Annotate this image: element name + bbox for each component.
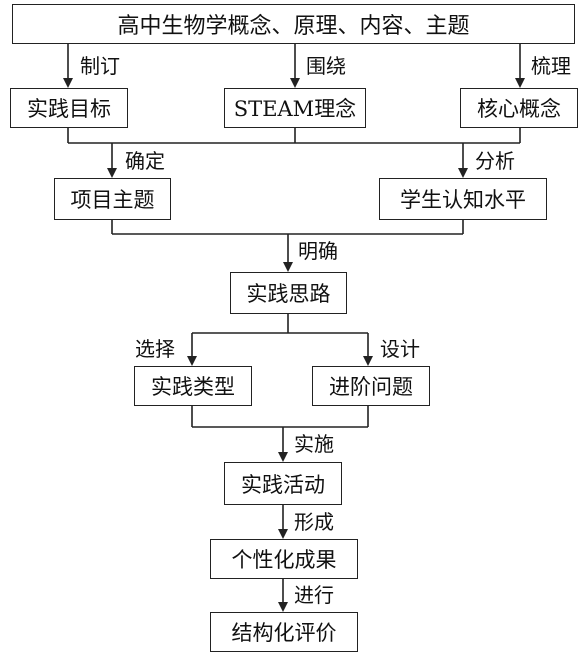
node-advanced-question: 进阶问题 [312,366,430,406]
node-cognition-label: 学生认知水平 [400,188,526,212]
node-practice-type-label: 实践类型 [151,375,235,399]
edge-label-surround: 围绕 [306,54,346,78]
node-cognition: 学生认知水平 [379,178,547,220]
edge-label-determine: 确定 [125,149,165,173]
node-core-concept-label: 核心概念 [477,97,561,121]
edge-label-form: 形成 [294,510,334,534]
edge-label-sort: 梳理 [531,54,571,78]
edge-label-analyze: 分析 [475,149,515,173]
node-project-theme-label: 项目主题 [70,188,155,212]
node-evaluation: 结构化评价 [210,612,358,652]
node-outcome: 个性化成果 [210,539,358,579]
edge-label-clarify: 明确 [298,239,338,263]
node-practice-type: 实践类型 [134,366,252,406]
node-project-theme: 项目主题 [54,178,171,220]
edge-label-design: 设计 [380,337,420,361]
node-core-concept: 核心概念 [460,88,578,128]
edge-label-select: 选择 [135,337,175,361]
edge-label-implement: 实施 [294,432,334,456]
node-steam-label: STEAM理念 [233,97,357,121]
node-concepts-label: 高中生物学概念、原理、内容、主题 [117,14,470,39]
node-evaluation-label: 结构化评价 [231,621,337,645]
node-concepts: 高中生物学概念、原理、内容、主题 [12,4,575,44]
node-advanced-question-label: 进阶问题 [329,375,413,399]
node-outcome-label: 个性化成果 [231,548,337,572]
node-practice-activity: 实践活动 [224,462,342,505]
edge-label-formulate: 制订 [80,54,120,78]
node-practice-activity-label: 实践活动 [241,472,325,497]
node-practice-idea: 实践思路 [230,272,347,314]
node-practice-goal-label: 实践目标 [27,97,111,121]
node-practice-idea-label: 实践思路 [246,282,331,306]
edge-label-conduct: 进行 [294,583,334,607]
node-practice-goal: 实践目标 [10,88,128,128]
node-steam: STEAM理念 [224,88,366,128]
